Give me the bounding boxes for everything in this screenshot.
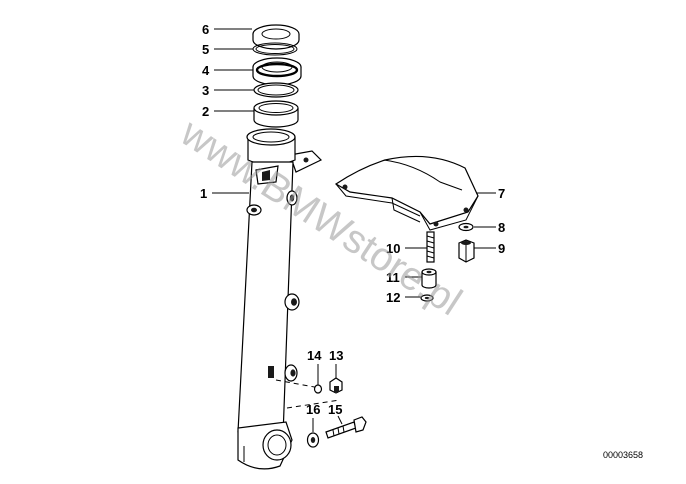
callout-5: 5: [202, 42, 209, 57]
callout-13: 13: [329, 348, 343, 363]
callout-3: 3: [202, 83, 209, 98]
part-11-rubber-bushing[interactable]: [421, 268, 437, 289]
part-4-seal-ring[interactable]: [252, 57, 302, 86]
part-9-hex-nut[interactable]: [458, 239, 475, 263]
callout-11: 11: [386, 270, 400, 285]
part-3-washer[interactable]: [253, 82, 299, 98]
callout-4: 4: [202, 63, 210, 78]
part-7-fork-brace[interactable]: [334, 155, 479, 231]
callout-labels: 6 5 4 3 2 1 7 8 9 10 11 12 14 13 16 15: [200, 22, 505, 417]
part-10-stud[interactable]: [426, 231, 435, 263]
part-2-bushing[interactable]: [253, 100, 299, 128]
callout-14: 14: [307, 348, 322, 363]
callout-8: 8: [498, 220, 505, 235]
part-16-washer[interactable]: [306, 432, 320, 448]
callout-6: 6: [202, 22, 209, 37]
part-8-washer[interactable]: [458, 222, 474, 232]
callout-7: 7: [498, 186, 505, 201]
leader-lines: [212, 28, 496, 432]
callout-2: 2: [202, 104, 209, 119]
callout-16: 16: [306, 402, 320, 417]
callout-9: 9: [498, 241, 505, 256]
part-15-clamp-bolt[interactable]: [325, 416, 367, 439]
callout-15: 15: [328, 402, 342, 417]
part-13-bolt[interactable]: [329, 377, 343, 394]
part-14-plug[interactable]: [313, 384, 323, 394]
callout-12: 12: [386, 290, 400, 305]
callout-10: 10: [386, 241, 400, 256]
part-1-fork-slider[interactable]: [237, 128, 341, 470]
part-12-washer[interactable]: [420, 294, 434, 302]
diagram-reference-number: 00003658: [603, 450, 643, 460]
callout-1: 1: [200, 186, 207, 201]
